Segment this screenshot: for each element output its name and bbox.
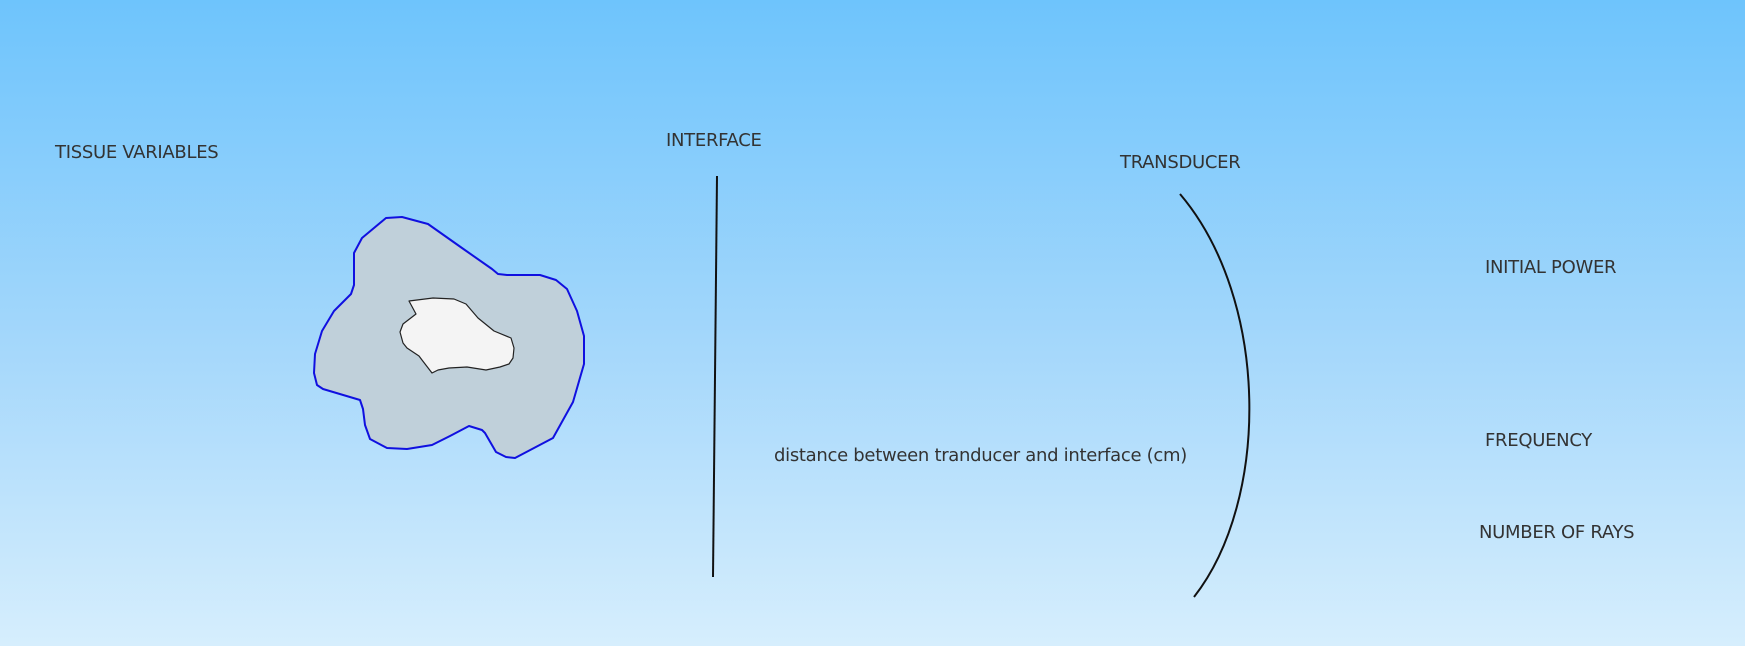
inner-inclusion <box>399 297 515 374</box>
number-of-rays-label: NUMBER OF RAYS <box>1479 522 1635 543</box>
initial-power-label: INITIAL POWER <box>1485 257 1617 278</box>
interface-label: INTERFACE <box>666 130 762 151</box>
interface-line <box>712 175 718 578</box>
transducer-arc <box>1179 193 1251 598</box>
frequency-label: FREQUENCY <box>1485 430 1592 451</box>
tissue-variables-label: TISSUE VARIABLES <box>55 142 219 163</box>
transducer-label: TRANSDUCER <box>1120 152 1241 173</box>
distance-label: distance between tranducer and interface… <box>774 445 1187 466</box>
